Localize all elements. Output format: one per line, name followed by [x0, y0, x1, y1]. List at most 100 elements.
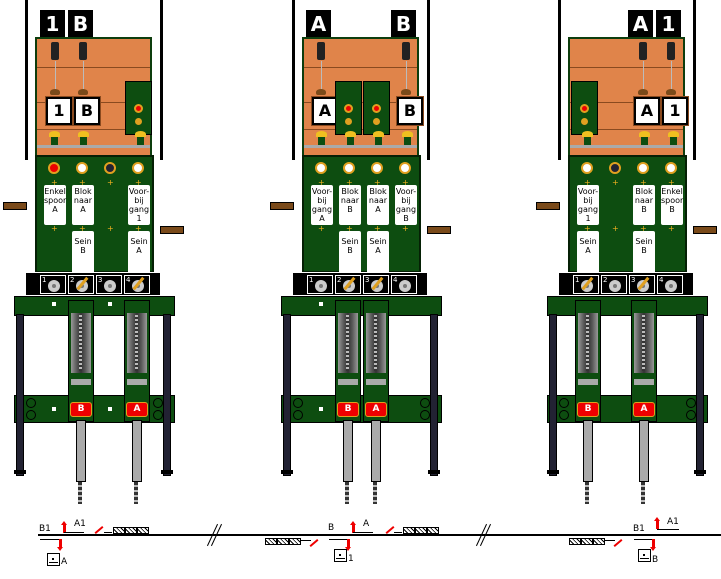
lever-cylinder — [575, 300, 601, 422]
station-icon[interactable] — [638, 549, 651, 562]
signal-arrow-up[interactable] — [654, 517, 660, 529]
block-section — [427, 527, 439, 534]
lever-slot[interactable]: 2 — [68, 275, 94, 294]
pull-rod[interactable] — [639, 420, 649, 482]
pull-knob[interactable] — [666, 89, 676, 95]
plunger-knob[interactable] — [49, 131, 60, 147]
plunger-knob[interactable] — [78, 131, 89, 147]
lever-number: 1 — [42, 276, 47, 284]
label-plate[interactable]: Voor-bij gang 1 — [577, 185, 599, 225]
block-section — [113, 527, 125, 534]
route-tag[interactable]: A — [365, 402, 387, 417]
label-plate[interactable]: Sein A — [577, 231, 599, 275]
crank-handle-left[interactable] — [270, 202, 294, 210]
lever-slot[interactable]: 1 — [573, 275, 599, 294]
lever-disc[interactable] — [315, 280, 327, 292]
crank-handle-left[interactable] — [536, 202, 560, 210]
pull-knob[interactable] — [638, 89, 648, 95]
lever-number: 2 — [603, 276, 608, 284]
lever-slot[interactable]: 3 — [629, 275, 655, 294]
plunger-knob[interactable] — [316, 131, 327, 147]
lever-disc[interactable] — [609, 280, 621, 292]
plunger-knob[interactable] — [582, 131, 593, 147]
label-plate[interactable]: Voor-bij gang A — [311, 185, 333, 225]
block-instrument[interactable] — [363, 81, 390, 135]
route-tag[interactable]: B — [337, 402, 359, 417]
plunger-knob[interactable] — [668, 131, 679, 147]
plunger-knob[interactable] — [639, 131, 650, 147]
indicator-lamp-white — [343, 162, 355, 174]
signal-drop[interactable] — [317, 42, 325, 60]
block-instrument[interactable] — [335, 81, 362, 135]
route-tag[interactable]: A — [126, 402, 148, 417]
pull-knob[interactable] — [50, 89, 60, 95]
lever-slot[interactable]: 1 — [307, 275, 333, 294]
plunger-knob[interactable] — [135, 131, 146, 147]
pull-knob[interactable] — [78, 89, 88, 95]
pull-rod[interactable] — [343, 420, 353, 482]
label-plate[interactable]: Blok naar B — [633, 185, 655, 225]
signal-drop[interactable] — [639, 42, 647, 60]
label-plate[interactable]: Sein B — [633, 231, 655, 275]
station-icon[interactable] — [334, 549, 347, 562]
label-plate[interactable]: Enkel spoor B — [661, 185, 683, 225]
signal-drop[interactable] — [667, 42, 675, 60]
label-plate[interactable]: Voor-bij gang 1 — [128, 185, 150, 225]
plunger-knob[interactable] — [373, 131, 384, 147]
route-tag[interactable]: B — [70, 402, 92, 417]
indicator-lamp-white — [132, 162, 144, 174]
lever-slot[interactable]: 3 — [363, 275, 389, 294]
crank-handle-right[interactable] — [160, 226, 184, 234]
label-plate[interactable]: Blok naar A — [367, 185, 389, 225]
signal-drop[interactable] — [79, 42, 87, 60]
label-plate[interactable]: Blok naar B — [339, 185, 361, 225]
lever-slot[interactable]: 1 — [40, 275, 66, 294]
lever-disc[interactable] — [399, 280, 411, 292]
pull-knob[interactable] — [401, 89, 411, 95]
lever-disc[interactable] — [104, 280, 116, 292]
lever-slot[interactable]: 4 — [391, 275, 417, 294]
lever-disc[interactable] — [48, 280, 60, 292]
label-plate[interactable]: Voor-bij gang B — [395, 185, 417, 225]
pull-rod[interactable] — [132, 420, 142, 482]
bolt-hole — [420, 398, 430, 408]
crank-handle-right[interactable] — [693, 226, 717, 234]
station-icon[interactable] — [47, 553, 60, 566]
signal-drop[interactable] — [402, 42, 410, 60]
pull-rod[interactable] — [583, 420, 593, 482]
pull-chain — [134, 482, 138, 504]
label-plate[interactable]: Sein B — [339, 231, 361, 275]
block-instrument[interactable] — [125, 81, 152, 135]
crank-handle-right[interactable] — [427, 226, 451, 234]
lever-slot[interactable]: 3 — [96, 275, 122, 294]
signal-arrow-up[interactable] — [350, 521, 356, 533]
label-plate[interactable]: Sein B — [72, 231, 94, 275]
signal-flag: A — [628, 10, 653, 38]
label-plate[interactable]: Blok naar A — [72, 185, 94, 225]
label-plate[interactable]: Sein A — [128, 231, 150, 275]
lever-slot[interactable]: 4 — [657, 275, 683, 294]
label-plate[interactable]: Sein A — [367, 231, 389, 275]
lever-slot[interactable]: 4 — [124, 275, 150, 294]
signal-arrow-down[interactable] — [650, 539, 656, 551]
signal-arrow-up[interactable] — [61, 521, 67, 533]
signal-arrow-down[interactable] — [345, 539, 351, 551]
signal-arrow-down[interactable] — [57, 539, 63, 551]
pull-rod[interactable] — [371, 420, 381, 482]
lever-disc[interactable] — [665, 280, 677, 292]
block-instrument[interactable] — [571, 81, 598, 135]
lever-number: 1 — [575, 276, 580, 284]
distant-signal[interactable] — [94, 526, 104, 534]
crank-handle-left[interactable] — [3, 202, 27, 210]
pull-rod[interactable] — [76, 420, 86, 482]
label-plate[interactable]: Enkel spoor A — [44, 185, 66, 225]
signal-drop[interactable] — [51, 42, 59, 60]
plunger-knob[interactable] — [402, 131, 413, 147]
lever-slot[interactable]: 2 — [335, 275, 361, 294]
route-tag[interactable]: A — [633, 402, 655, 417]
pull-knob[interactable] — [316, 89, 326, 95]
route-tag[interactable]: B — [577, 402, 599, 417]
lever-slot[interactable]: 2 — [601, 275, 627, 294]
plunger-knob[interactable] — [345, 131, 356, 147]
signal-flag: 1 — [40, 10, 65, 38]
